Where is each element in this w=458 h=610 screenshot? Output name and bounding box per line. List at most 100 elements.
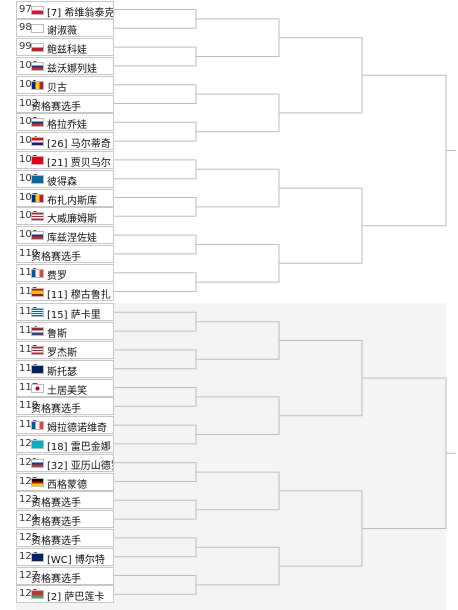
player-name: [26] 马尔蒂奇 [47,139,111,151]
player-slot[interactable]: 113 [15] 萨卡里 [16,303,114,322]
player-slot[interactable]: 128[2] 萨巴莲卡 [16,585,114,604]
player-name: 格拉乔娃 [47,120,87,132]
draw-position: 124 [19,513,39,525]
flag-au-icon [31,364,44,374]
flag-nl-icon [31,327,44,337]
draw-position: 109 [19,229,39,241]
bracket-connector [114,121,197,142]
player-name: [15] 萨卡里 [47,310,101,322]
player-name: 资格赛选手 [31,573,81,585]
flag-fr-icon [31,421,44,431]
player-name: [18] 雷巴金娜 [47,441,111,453]
bracket-connector [196,168,280,208]
player-name: 资格赛选手 [31,535,81,547]
flag-tpe-icon [31,24,44,34]
draw-position: 121 [19,456,39,468]
player-slot[interactable]: 101 贝古 [16,75,114,94]
bracket-connector [279,37,363,114]
flag-by-icon [31,590,44,600]
player-slot[interactable]: 120 [18] 雷巴金娜 [16,434,114,453]
bracket-connector [114,46,197,67]
bracket-connector [279,187,363,264]
flag-ru-icon [31,458,44,468]
flag-tn-icon [31,155,44,165]
bracket-connector [114,272,197,292]
bracket-connector [196,93,280,133]
player-slot[interactable]: 115 罗杰斯 [16,340,114,359]
flag-gr-icon [31,308,44,318]
bracket-connector [279,340,363,417]
draw-position: 113 [19,306,39,318]
player-slot[interactable]: 121 [32] 亚历山德罗娃 [16,453,114,472]
flag-fr-icon [31,268,44,278]
draw-position: 100 [19,59,39,71]
flag-se-icon [31,174,44,184]
player-slot[interactable]: 117 土居美笑 [16,378,114,397]
player-name: 彼得森 [47,176,77,188]
player-name: [32] 亚历山德罗娃 [47,460,113,472]
player-slot[interactable]: 97[7] 希维翁泰克 [16,0,114,19]
player-slot[interactable]: 126[WC] 博尔特 [16,547,114,566]
draw-position: 115 [19,343,39,355]
draw-position: 123 [19,494,39,506]
player-slot[interactable]: 104[26] 马尔蒂奇 [16,132,114,151]
draw-position: 120 [19,437,39,449]
flag-hr-icon [31,137,44,147]
flag-gb-icon [31,552,44,562]
draw-position: 101 [19,78,39,90]
draw-position: 116 [19,362,39,374]
player-slot[interactable]: 112[11] 穆古鲁扎 [16,282,114,301]
bracket-connector [114,159,197,180]
player-name: 贝古 [47,82,67,94]
flag-us-icon [31,345,44,355]
player-name: 鲍兹科娃 [47,45,87,57]
draw-position: 119 [19,419,39,431]
player-name: 土居美笑 [47,385,87,397]
flag-de-icon [31,477,44,487]
flag-us-icon [31,212,44,222]
flag-ru-icon [31,231,44,241]
bracket-connector [362,74,447,227]
player-slot[interactable]: 116 斯托瑟 [16,359,114,378]
player-name: 资格赛选手 [31,517,81,529]
bracket-connector [196,546,280,586]
bracket-connector [196,471,280,511]
flag-ru-icon [31,118,44,128]
draw-position: 112 [19,285,39,297]
draw-position: 117 [19,381,39,393]
player-name: 资格赛选手 [31,404,81,416]
player-name: 罗杰斯 [47,347,77,359]
draw-position: 127 [19,569,39,581]
player-name: 斯托瑟 [47,366,77,378]
draw-position: 97 [19,3,32,15]
bracket-connector [114,499,197,520]
player-slot[interactable]: 105[21] 贾贝乌尔 [16,150,114,169]
bracket-connector [114,387,197,407]
draw-position: 99 [19,41,32,53]
bracket-connector [114,234,197,255]
bracket-connector [114,537,197,558]
flag-ro-icon [31,193,44,203]
player-slot[interactable]: 99 鲍兹科娃 [16,38,114,57]
player-name: 资格赛选手 [31,101,81,113]
bracket-connector [114,462,197,482]
